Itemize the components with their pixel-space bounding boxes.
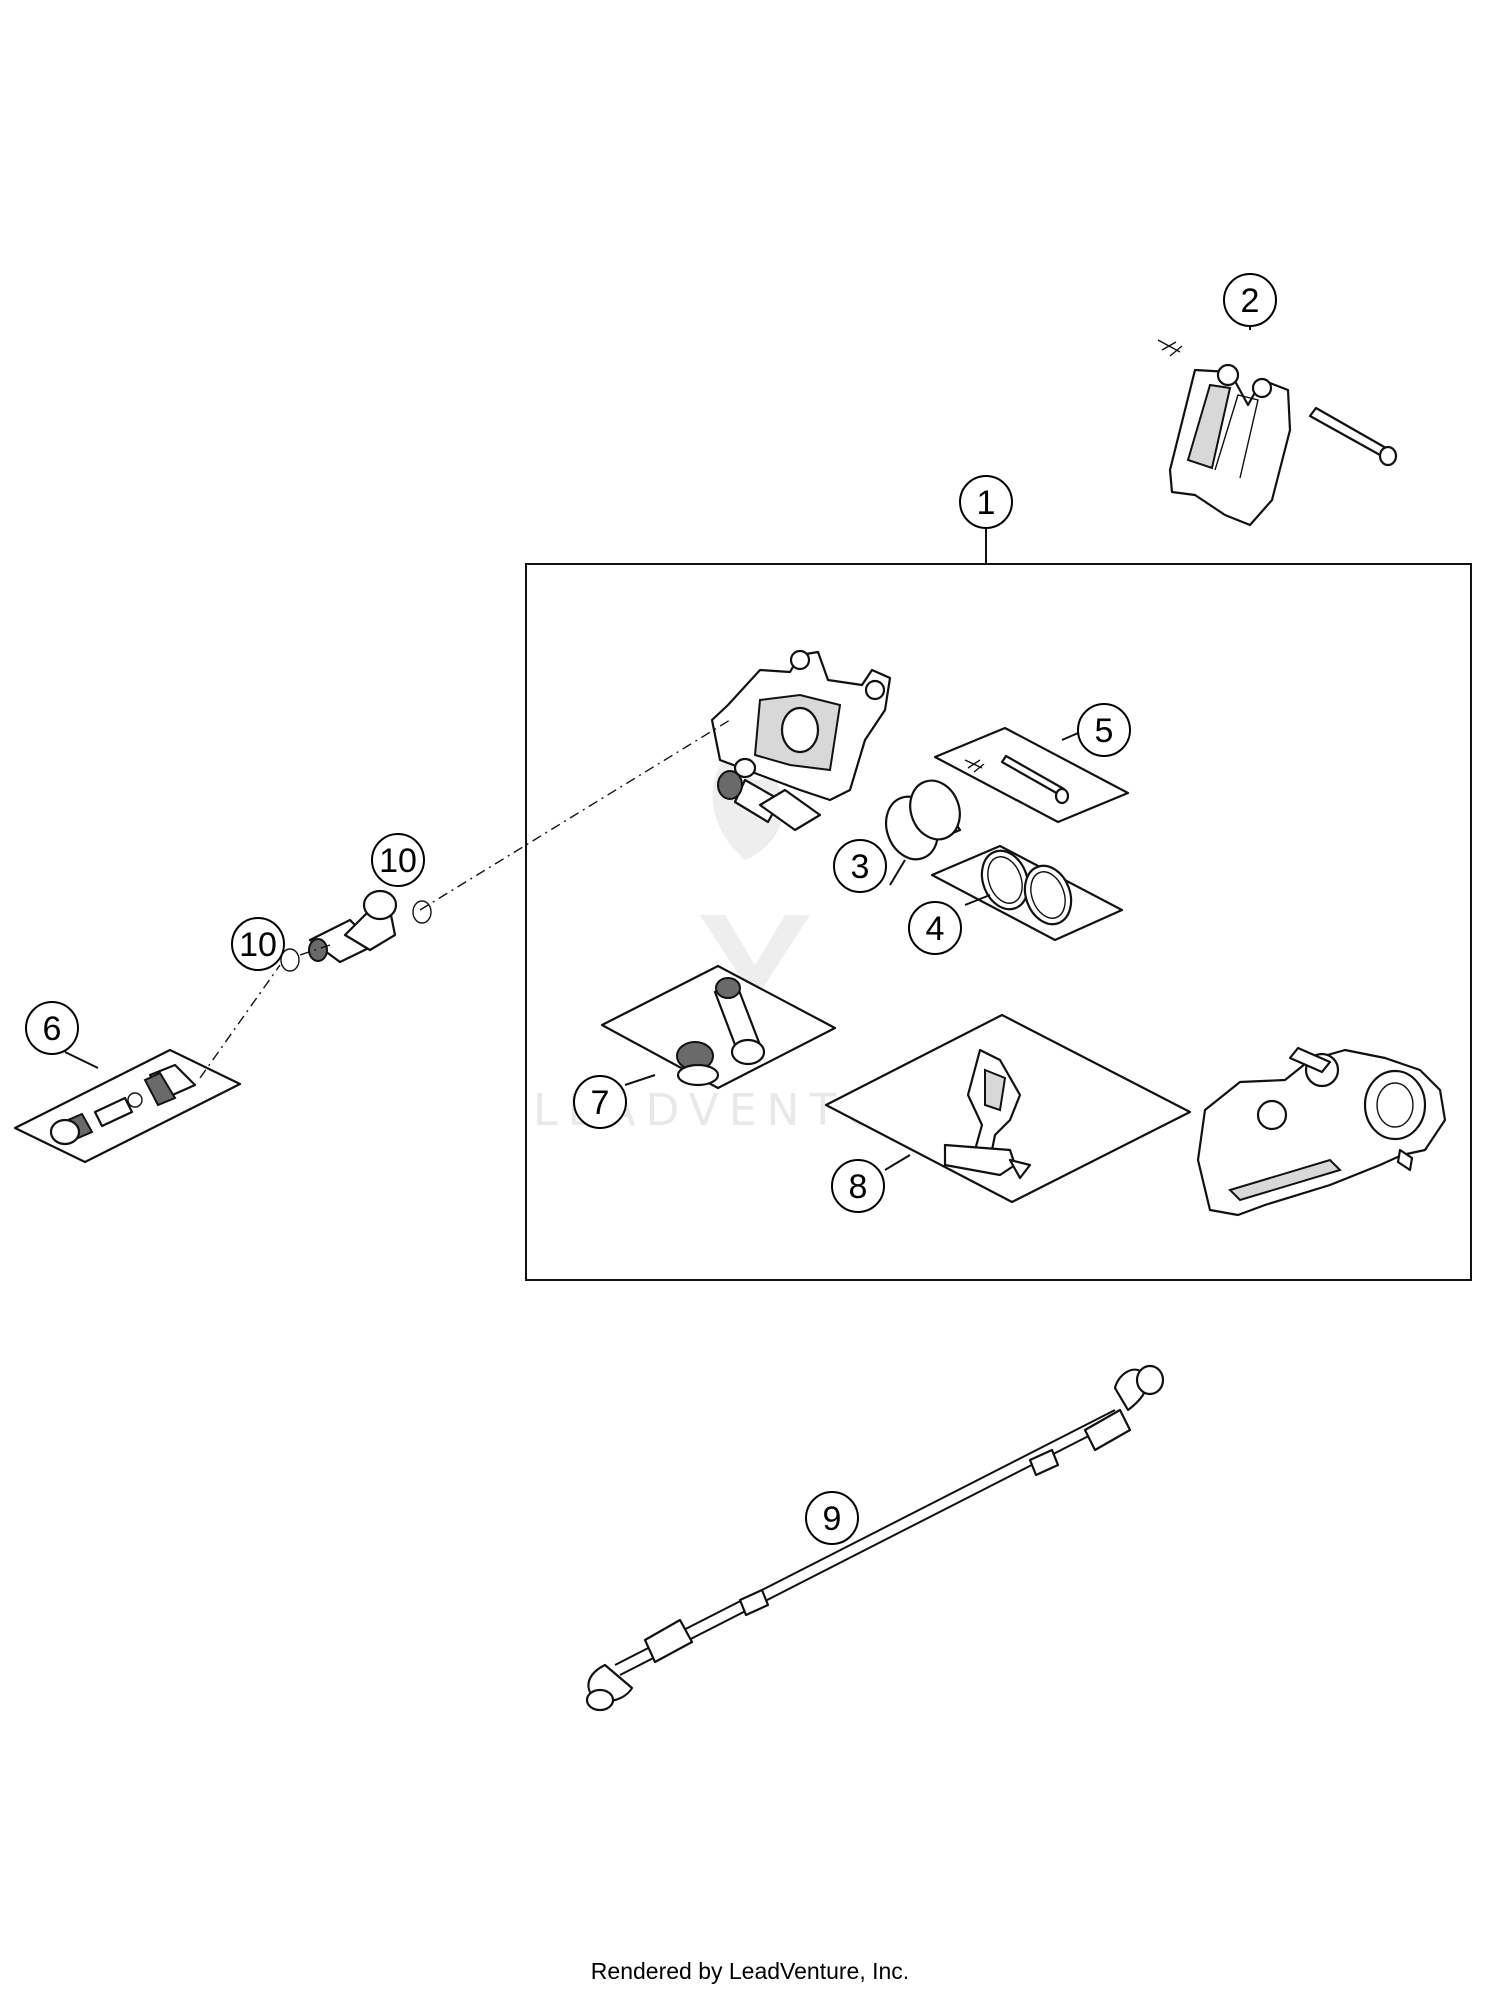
piston (884, 779, 962, 861)
svg-text:6: 6 (43, 1010, 62, 1048)
svg-text:10: 10 (239, 926, 277, 964)
callout-6: 6 (25, 1001, 79, 1055)
caliper-support (1196, 1046, 1447, 1217)
svg-text:4: 4 (926, 910, 945, 948)
svg-text:5: 5 (1095, 712, 1114, 750)
svg-text:7: 7 (591, 1084, 610, 1122)
svg-text:10: 10 (379, 842, 417, 880)
svg-text:2: 2 (1241, 282, 1260, 320)
brake-hose (585, 1364, 1165, 1712)
callout-10-upper: 10 (371, 833, 425, 887)
pin-set (933, 726, 1130, 824)
svg-text:9: 9 (823, 1500, 842, 1538)
routing-line (199, 719, 731, 1079)
banjo-fitting (280, 889, 432, 972)
brake-pads (1157, 339, 1398, 527)
svg-text:8: 8 (849, 1168, 868, 1206)
caliper-body (710, 649, 892, 832)
callout-3: 3 (833, 839, 887, 893)
footer-credit: Rendered by LeadVenture, Inc. (590, 1958, 910, 1984)
callout-9: 9 (805, 1491, 859, 1545)
kit-box (525, 563, 1472, 1281)
pad-spring (824, 1013, 1192, 1204)
bleed-adapter (13, 1048, 242, 1164)
callout-8: 8 (831, 1159, 885, 1213)
callout-7: 7 (573, 1075, 627, 1129)
callout-5: 5 (1077, 703, 1131, 757)
svg-text:3: 3 (851, 848, 870, 886)
callout-2: 2 (1223, 273, 1277, 327)
callout-4: 4 (908, 901, 962, 955)
seal-kit (930, 844, 1124, 942)
callout-10-lower: 10 (231, 917, 285, 971)
callout-1: 1 (959, 475, 1013, 529)
bleeder-set (600, 964, 837, 1090)
svg-text:1: 1 (977, 484, 996, 522)
